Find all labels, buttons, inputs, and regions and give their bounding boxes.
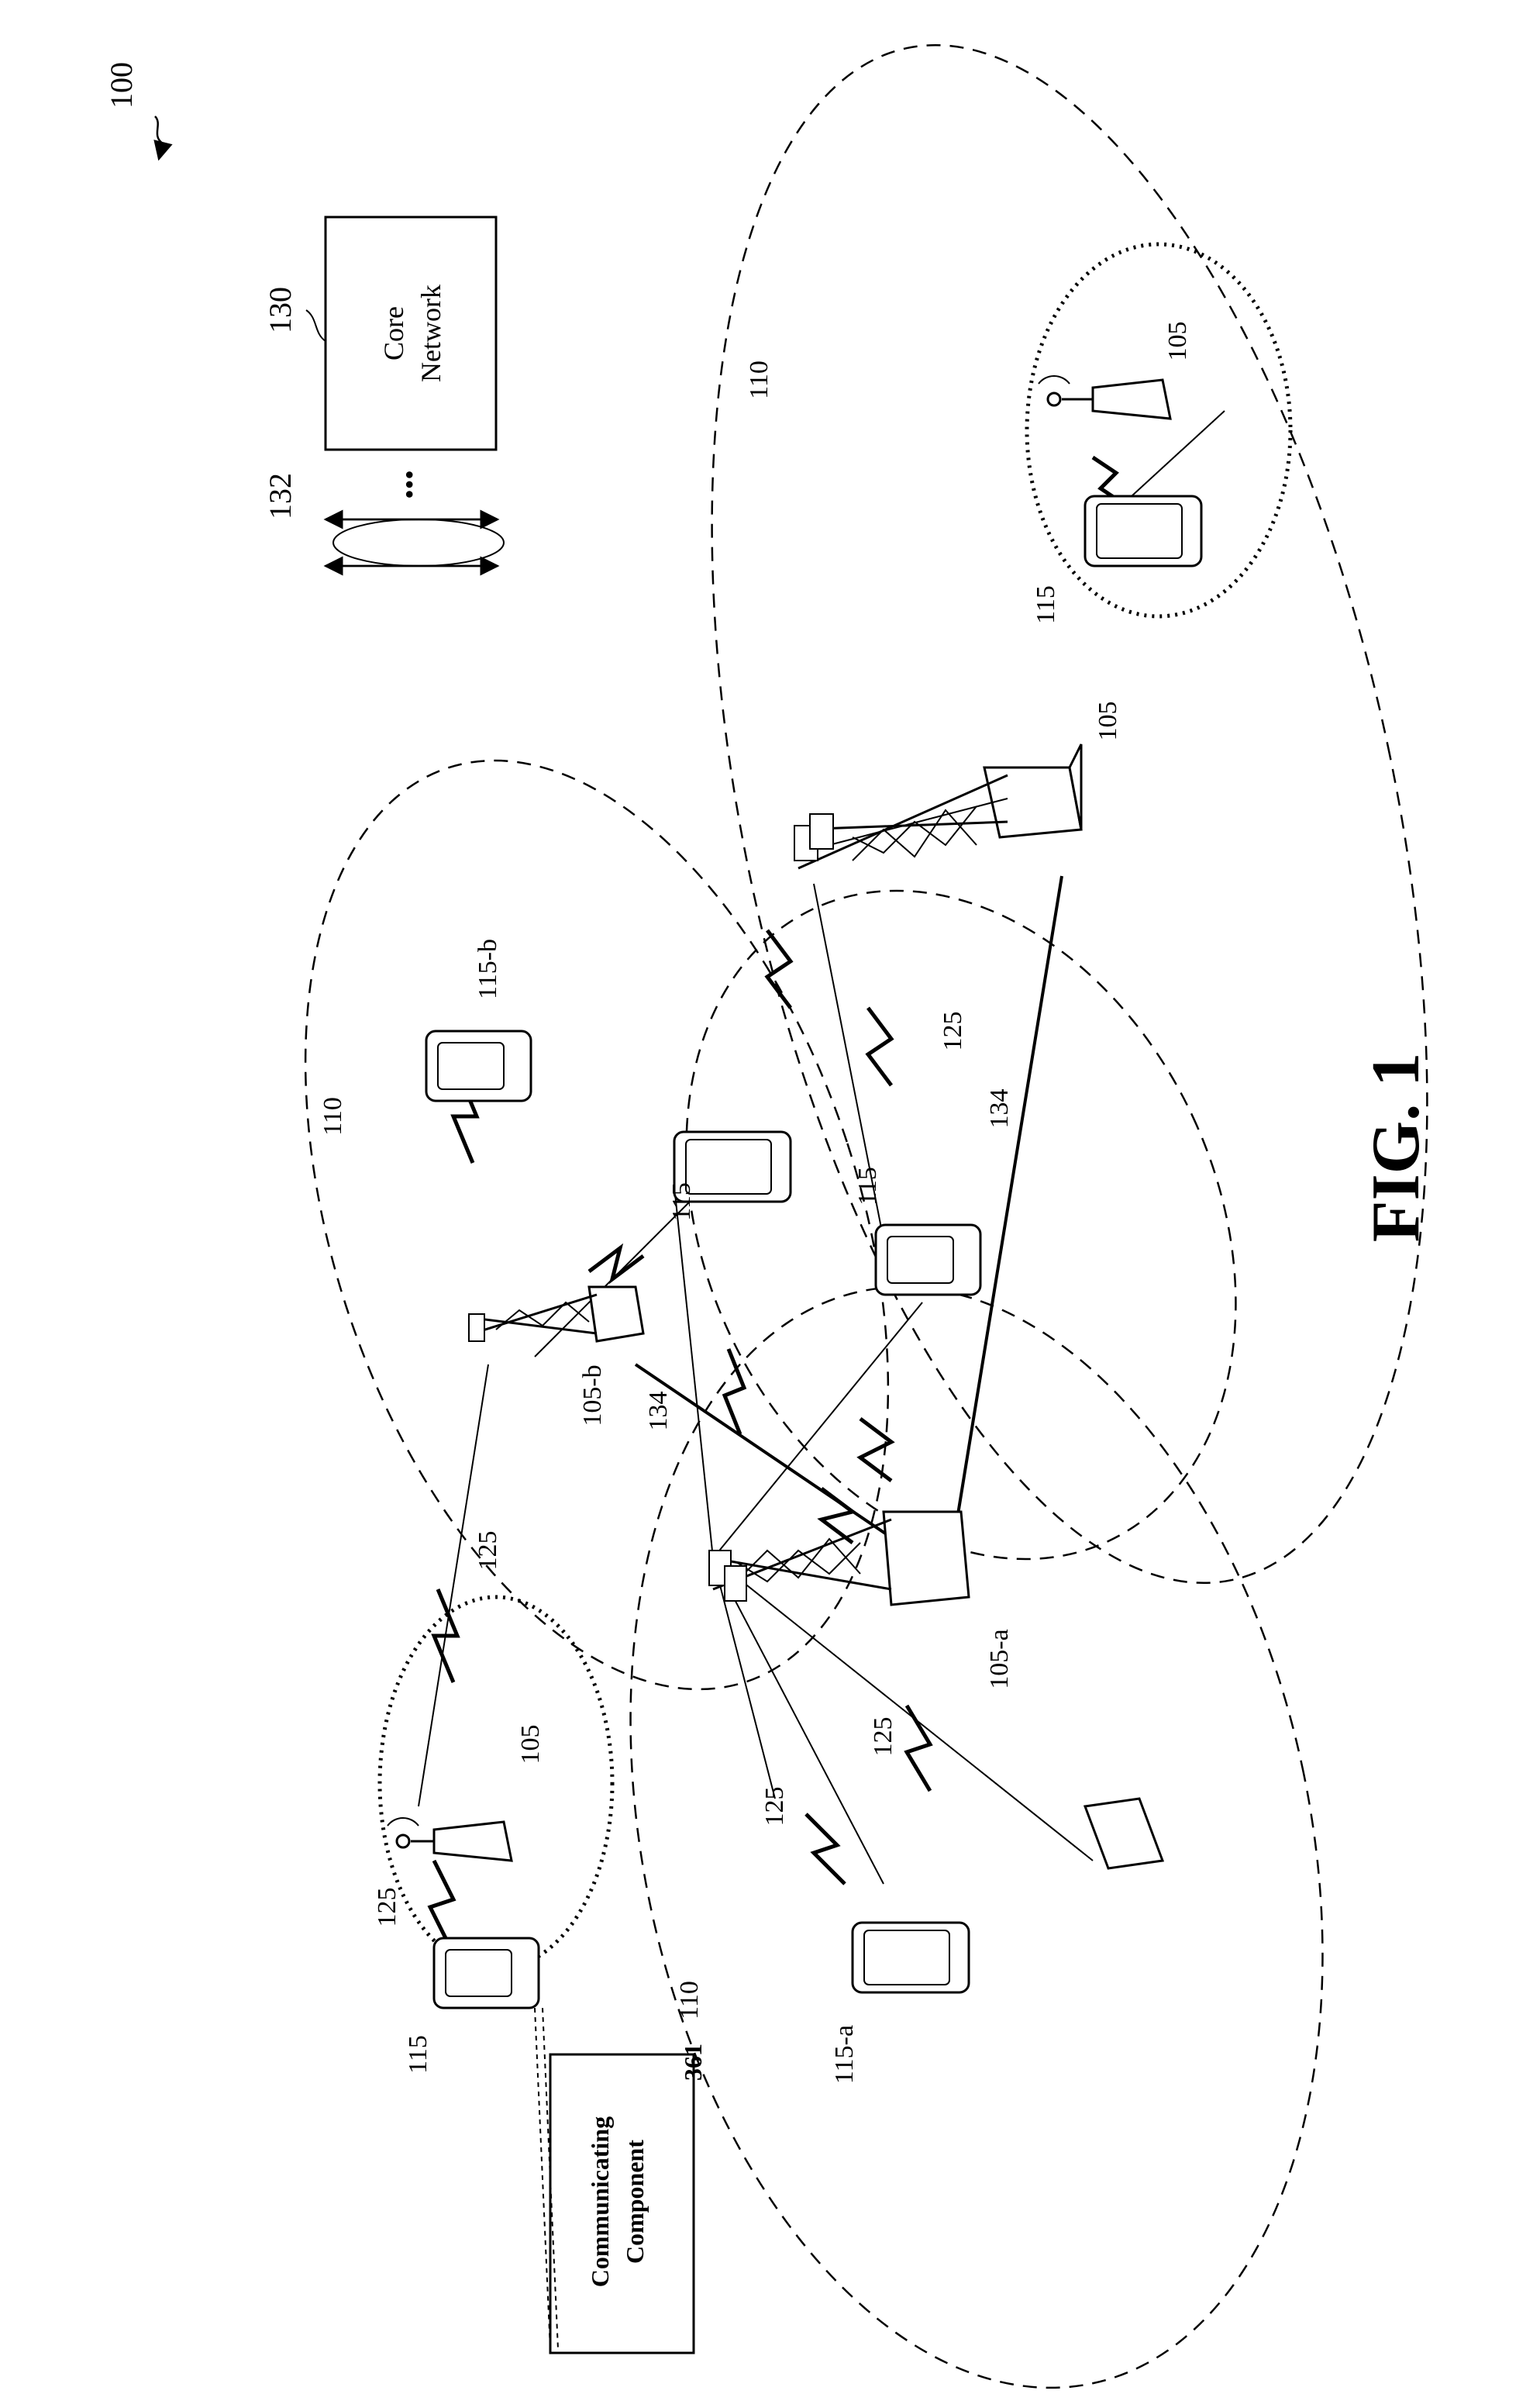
svg-text:125: 125 bbox=[760, 1787, 789, 1827]
svg-text:125: 125 bbox=[474, 1531, 502, 1571]
component-line1: Communicating bbox=[586, 2116, 614, 2287]
svg-text:105: 105 bbox=[516, 1725, 545, 1764]
ue-115-b bbox=[426, 1031, 531, 1101]
svg-text:105-a: 105-a bbox=[985, 1629, 1014, 1689]
figure-number: 100 bbox=[104, 62, 139, 109]
svg-text:105: 105 bbox=[1094, 702, 1122, 741]
ue-115-left bbox=[434, 1938, 539, 2008]
svg-text:134: 134 bbox=[644, 1392, 673, 1431]
base-station-105-a bbox=[709, 1512, 969, 1605]
svg-text:110: 110 bbox=[319, 1097, 347, 1136]
backhaul-dots: ••• bbox=[394, 470, 425, 499]
small-cell-bottom bbox=[380, 1597, 612, 1969]
coverage-area-middle bbox=[198, 686, 996, 1763]
component-ref: 361 bbox=[679, 2044, 707, 2081]
core-network-ref: 130 bbox=[263, 287, 298, 333]
base-station-105-b bbox=[469, 1287, 643, 1341]
svg-text:105-b: 105-b bbox=[578, 1364, 607, 1426]
svg-text:125: 125 bbox=[939, 1012, 967, 1051]
svg-text:115: 115 bbox=[667, 1182, 696, 1221]
figure-ref: 100 bbox=[104, 62, 163, 159]
ue-top-right bbox=[1085, 496, 1201, 566]
core-network-line2: Network bbox=[415, 285, 446, 382]
core-network-box bbox=[326, 217, 496, 450]
small-cell-antenna-bottom bbox=[388, 1818, 512, 1861]
svg-text:125: 125 bbox=[869, 1717, 897, 1757]
core-network-group: Core Network 130 bbox=[263, 217, 496, 450]
svg-text:110: 110 bbox=[745, 360, 773, 399]
backhaul-links bbox=[636, 876, 1062, 1543]
backhaul-ref: 132 bbox=[263, 473, 298, 519]
svg-text:115: 115 bbox=[404, 2035, 432, 2074]
figure-title: FIG. 1 bbox=[1359, 1053, 1434, 1242]
wifi-router bbox=[1085, 1799, 1163, 1868]
backhaul-arrows-132: ••• 132 bbox=[263, 470, 504, 566]
component-line2: Component bbox=[621, 2140, 649, 2264]
svg-text:115: 115 bbox=[853, 1167, 882, 1206]
svg-text:115: 115 bbox=[1032, 585, 1060, 624]
base-station-105-top bbox=[794, 744, 1081, 868]
svg-text:110: 110 bbox=[675, 1981, 704, 2020]
svg-text:105: 105 bbox=[1163, 322, 1192, 361]
svg-text:125: 125 bbox=[373, 1888, 401, 1927]
svg-text:115-b: 115-b bbox=[474, 939, 502, 999]
svg-text:134: 134 bbox=[985, 1089, 1014, 1129]
svg-text:115-a: 115-a bbox=[830, 2025, 859, 2084]
thin-links bbox=[419, 411, 1225, 1884]
core-network-line1: Core bbox=[378, 306, 409, 360]
communicating-component-group: Communicating Component 361 bbox=[535, 2008, 707, 2353]
ue-devices bbox=[426, 496, 1201, 2008]
ue-115-right-lower bbox=[876, 1225, 980, 1295]
core-network-leader bbox=[306, 310, 326, 341]
small-cell-antenna-top bbox=[1039, 376, 1170, 419]
ue-115-a bbox=[853, 1923, 969, 1992]
